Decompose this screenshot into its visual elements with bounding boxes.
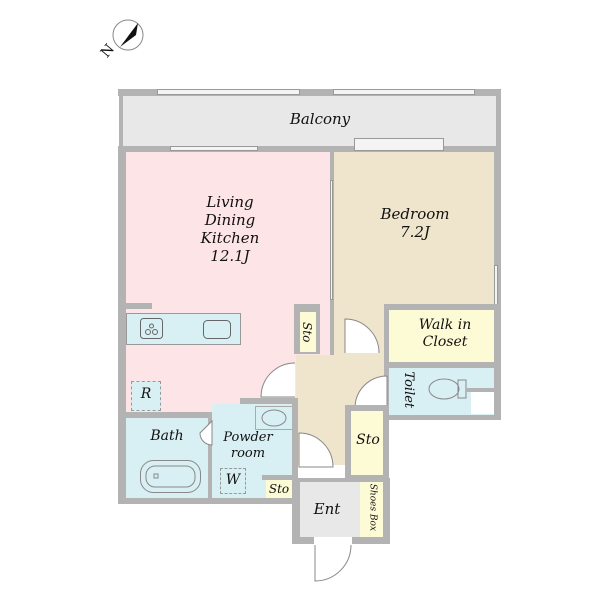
bath (126, 418, 210, 498)
sink-icon (203, 320, 231, 339)
bath-label: Bath (150, 428, 184, 444)
door-swing-icon (260, 362, 296, 398)
walk-in-closet (389, 310, 494, 362)
storage-top-label: Sto (300, 322, 315, 343)
washer (220, 468, 246, 494)
storage-top (300, 312, 316, 352)
entrance-door-icon (314, 544, 352, 582)
balcony-label: Balcony (289, 110, 351, 128)
entrance (300, 482, 360, 537)
storage-hall (351, 411, 383, 475)
balcony (123, 96, 496, 146)
storage-powder (266, 480, 292, 500)
north-arrow-icon (112, 19, 144, 51)
toilet-label: Toilet (400, 371, 416, 409)
toilet-icon (428, 378, 467, 400)
bathtub-icon (140, 460, 201, 493)
shoes-box (360, 482, 383, 537)
refrigerator (131, 381, 161, 411)
compass: N (98, 15, 150, 65)
door-swing-icon (344, 318, 380, 354)
washer-label: W (225, 472, 241, 488)
shoes-box-label: Shoes Box (367, 483, 378, 532)
bedroom-label: Bedroom 7.2J (380, 205, 450, 241)
washbasin-icon (255, 406, 293, 430)
ldk-label: Living Dining Kitchen 12.1J (200, 193, 260, 265)
entrance-label: Ent (313, 500, 341, 518)
door-swing-icon (298, 432, 334, 468)
refrigerator-label: R (140, 386, 152, 402)
storage-powder-label: Sto (268, 482, 290, 496)
door-swing-icon (199, 419, 213, 446)
stove-icon (140, 318, 163, 339)
door-swing-icon (354, 375, 388, 409)
storage-hall-label: Sto (356, 432, 380, 448)
bedroom (333, 150, 495, 305)
walk-in-closet-label: Walk in Closet (418, 317, 472, 350)
powder-room-label: Powder room (223, 430, 273, 461)
